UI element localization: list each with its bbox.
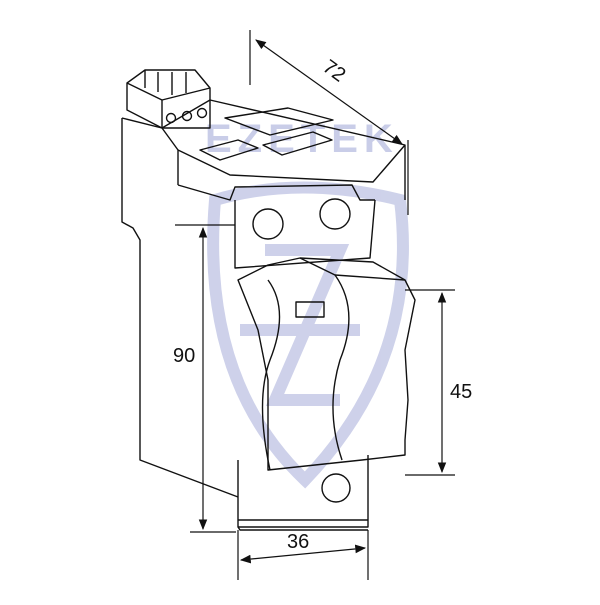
dimension-front-height-label: 45 [450, 381, 472, 403]
upper-screw-hole-icon [252, 208, 284, 240]
dimension-depth-label: 72 [319, 56, 350, 87]
terminal-block [126, 69, 211, 129]
dimension-lines [175, 30, 455, 580]
dimension-width-label: 36 [287, 531, 309, 553]
lower-screw-hole-icon [321, 473, 351, 503]
watermark-shield-icon [207, 181, 409, 489]
watermark-text: EZETEK [205, 117, 399, 161]
status-indicator-window [295, 301, 325, 318]
device-outline [121, 69, 416, 531]
dimension-height-label: 90 [173, 345, 195, 367]
upper-screw-hole-icon [319, 198, 351, 230]
screw-terminal-icon [196, 107, 208, 119]
